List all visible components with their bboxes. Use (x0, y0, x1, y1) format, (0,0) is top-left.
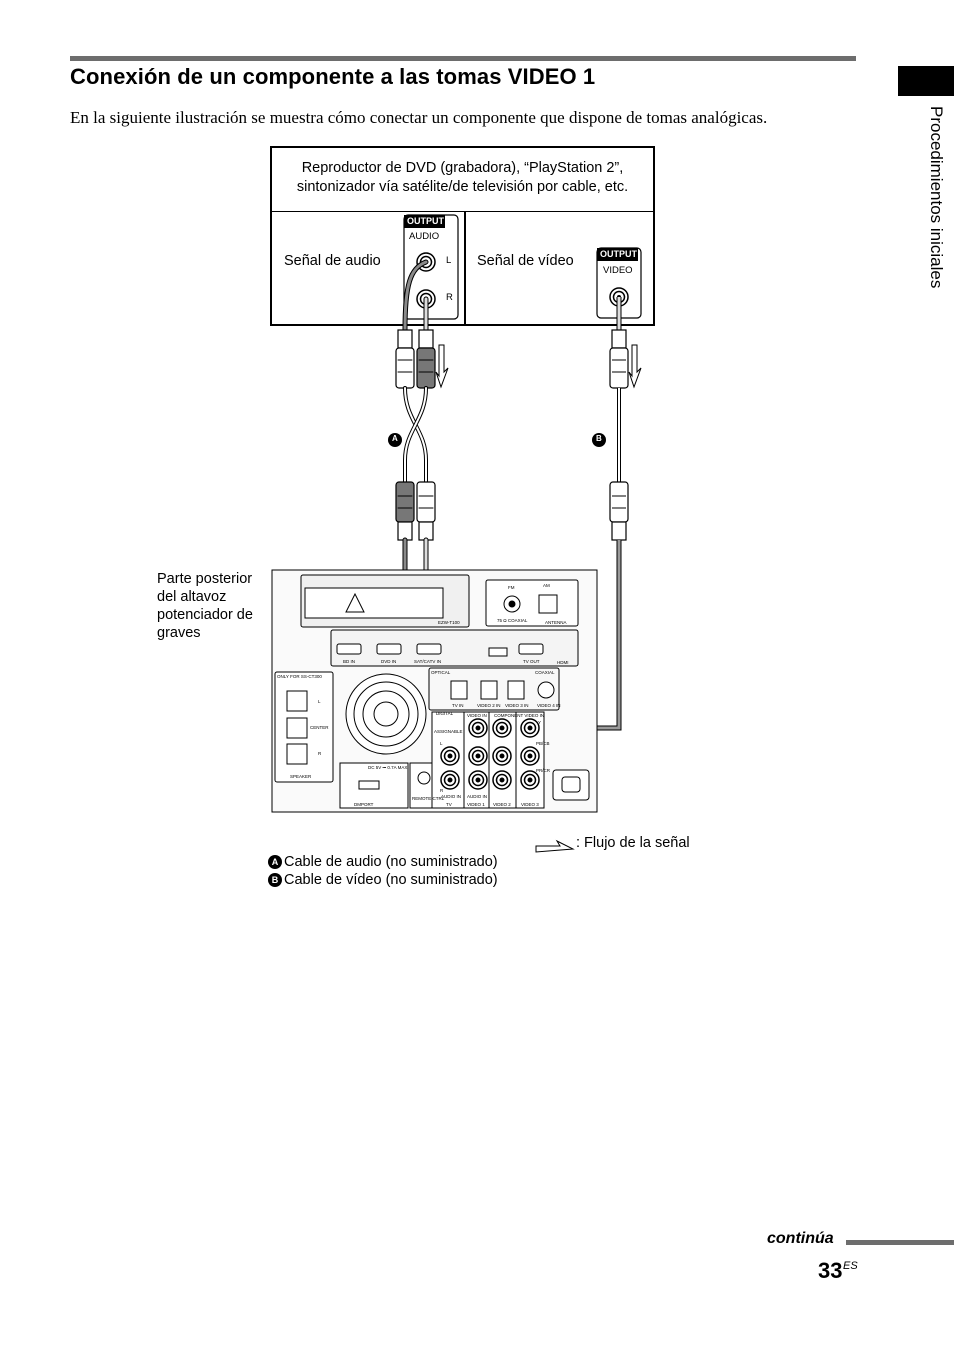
svg-text:BD IN: BD IN (343, 659, 355, 664)
audio-signal-label: Señal de audio (284, 253, 381, 269)
svg-text:VIDEO 3: VIDEO 3 (521, 802, 539, 807)
video-output-panel (596, 247, 642, 319)
top-rule (70, 56, 856, 61)
continua-bar (846, 1240, 954, 1245)
cable-b-marker-text: B (596, 434, 602, 443)
legend-a-text: Cable de audio (no suministrado) (284, 854, 498, 870)
page-number: 33 (818, 1258, 843, 1283)
svg-text:COMPONENT VIDEO IN: COMPONENT VIDEO IN (494, 713, 544, 718)
svg-text:VIDEO 4 IN: VIDEO 4 IN (537, 703, 561, 708)
audio-output-badge: OUTPUT (407, 216, 444, 226)
svg-text:DC 5V ⎓ 0.7A MAX: DC 5V ⎓ 0.7A MAX (368, 765, 407, 770)
svg-text:VIDEO IN: VIDEO IN (467, 713, 487, 718)
svg-text:VIDEO 2: VIDEO 2 (493, 802, 511, 807)
subwoofer-caption-line4: graves (157, 625, 201, 641)
legend-flow-text: : Flujo de la señal (576, 835, 690, 851)
audio-r-label: R (446, 292, 453, 303)
svg-text:ANTENNA: ANTENNA (545, 620, 567, 625)
svg-text:EZW-T100: EZW-T100 (438, 620, 460, 625)
continua-label: continúa (767, 1230, 834, 1247)
svg-text:FM: FM (508, 585, 515, 590)
subwoofer-caption-line3: potenciador de (157, 607, 253, 623)
subwoofer-caption: Parte posterior del altavoz potenciador … (157, 570, 253, 642)
svg-text:Y: Y (538, 720, 541, 725)
svg-text:VIDEO 3 IN: VIDEO 3 IN (505, 703, 529, 708)
side-tab-block (898, 66, 954, 96)
video-jack-label: VIDEO (603, 265, 633, 276)
svg-text:AM: AM (543, 583, 550, 588)
svg-text:VIDEO 1: VIDEO 1 (467, 802, 485, 807)
cable-b-marker (592, 433, 606, 447)
svg-text:AUDIO IN: AUDIO IN (441, 794, 461, 799)
svg-text:L: L (318, 699, 321, 704)
svg-text:TV IN: TV IN (452, 703, 464, 708)
side-tab-label: Procedimientos iniciales (927, 106, 946, 289)
intro-text: En la siguiente ilustración se muestra c… (70, 108, 768, 127)
page-suffix: ES (843, 1260, 858, 1272)
device-divider (464, 212, 466, 326)
legend-a-badge: A (268, 855, 282, 869)
device-description: Reproductor de DVD (grabadora), “PlaySta… (272, 148, 653, 212)
svg-text:TV: TV (446, 802, 452, 807)
svg-text:DIGITAL: DIGITAL (436, 711, 454, 716)
svg-text:TV OUT: TV OUT (523, 659, 540, 664)
section-title: Conexión de un componente a las tomas VI… (70, 64, 596, 89)
device-description-line2: sintonizador vía satélite/de televisión … (296, 179, 629, 195)
svg-text:R: R (440, 788, 444, 793)
svg-text:PB/CB: PB/CB (536, 741, 550, 746)
cable-a-marker (388, 433, 402, 447)
svg-text:COAXIAL: COAXIAL (535, 670, 555, 675)
svg-text:DVD IN: DVD IN (381, 659, 396, 664)
legend-flow-arrow-icon (535, 839, 575, 853)
svg-text:L: L (440, 741, 443, 746)
legend-b-badge: B (268, 873, 282, 887)
panel-text: EZW-T100 FM AM 75 Ω COAXIAL ANTENNA BD I… (277, 583, 569, 807)
svg-text:VIDEO 2 IN: VIDEO 2 IN (477, 703, 501, 708)
svg-text:AUDIO IN: AUDIO IN (467, 794, 487, 799)
audio-l-label: L (446, 255, 452, 266)
svg-text:75 Ω COAXIAL: 75 Ω COAXIAL (497, 618, 528, 623)
svg-text:OPTICAL: OPTICAL (431, 670, 451, 675)
audio-jack-label: AUDIO (409, 231, 440, 242)
subwoofer-caption-line2: del altavoz (157, 589, 227, 605)
svg-text:R: R (318, 751, 322, 756)
svg-text:REMOTE CTRL: REMOTE CTRL (412, 796, 445, 801)
device-description-line1: Reproductor de DVD (grabadora), “PlaySta… (301, 160, 624, 176)
svg-text:CENTER: CENTER (310, 725, 329, 730)
video-signal-label: Señal de vídeo (477, 253, 574, 269)
svg-text:DMPORT: DMPORT (354, 802, 374, 807)
video-output-badge: OUTPUT (600, 249, 637, 259)
svg-text:PR/CR: PR/CR (536, 768, 551, 773)
svg-text:HDMI: HDMI (557, 660, 569, 665)
cable-a-marker-text: A (392, 434, 398, 443)
svg-text:ASSIGNABLE: ASSIGNABLE (434, 729, 463, 734)
source-device-box: Reproductor de DVD (grabadora), “PlaySta… (270, 146, 655, 326)
svg-text:ONLY FOR SS-CT300: ONLY FOR SS-CT300 (277, 674, 322, 679)
svg-text:SPEAKER: SPEAKER (290, 774, 312, 779)
svg-text:SAT/CATV IN: SAT/CATV IN (414, 659, 441, 664)
signal-flow-arrows (435, 344, 642, 389)
subwoofer-caption-line1: Parte posterior (157, 571, 253, 587)
subwoofer-rear-panel (271, 569, 598, 813)
legend-b-text: Cable de vídeo (no suministrado) (284, 872, 498, 888)
audio-output-panel (403, 214, 459, 320)
